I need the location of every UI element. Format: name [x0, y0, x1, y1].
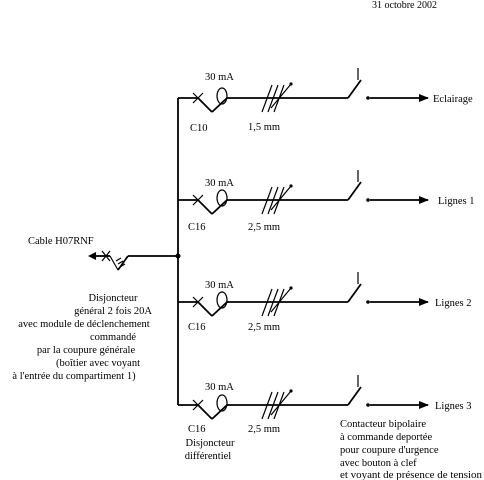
contactor-note-line: et voyant de présence de tension	[340, 470, 483, 480]
main-breaker-line: à l'entrée du compartiment 1)	[12, 371, 136, 382]
circuit-lignes-2	[178, 272, 429, 317]
cable-label: Cable H07RNF	[28, 236, 94, 247]
cable-section-label: 2,5 mm	[248, 322, 280, 333]
main-breaker-line: commandé	[90, 332, 136, 343]
load-label: Eclairage	[433, 94, 473, 105]
circuit-eclairage	[178, 68, 429, 113]
breaker-label: C16	[188, 222, 206, 233]
circuit-lignes-1	[178, 170, 429, 215]
contactor-note-line: pour coupure d'urgence	[340, 445, 439, 456]
rcd-rating-label: 30 mA	[205, 280, 234, 291]
rcd-note: Disjoncteur différentiel	[185, 438, 235, 462]
cable-section-label: 2,5 mm	[248, 424, 280, 435]
main-breaker-line: avec module de déclenchement	[18, 319, 150, 330]
rcd-note-line: différentiel	[185, 451, 232, 462]
contactor-note-line: Contacteur bipolaire	[340, 419, 426, 430]
main-breaker-line: général 2 fois 20A	[74, 306, 152, 317]
breaker-label: C16	[188, 322, 206, 333]
supply-cable	[88, 250, 181, 271]
load-label: Lignes 3	[435, 401, 471, 412]
cable-section-label: 1,5 mm	[248, 122, 280, 133]
contactor-note-line: à commande deportée	[340, 432, 432, 443]
contactor-note: Contacteur bipolaire à commande deportée…	[340, 419, 483, 480]
rcd-rating-label: 30 mA	[205, 178, 234, 189]
cable-section-label: 2,5 mm	[248, 222, 280, 233]
rcd-note-line: Disjoncteur	[186, 438, 235, 449]
load-label: Lignes 1	[438, 196, 474, 207]
date-label: 31 octobre 2002	[372, 0, 437, 11]
load-label: Lignes 2	[435, 298, 471, 309]
breaker-label: C16	[188, 424, 206, 435]
circuit-lignes-3	[178, 375, 429, 420]
breaker-label: C10	[190, 123, 208, 134]
main-breaker-line: Disjoncteur	[89, 293, 138, 304]
main-breaker-line: par la coupure générale	[37, 345, 136, 356]
main-breaker-line: (boîtier avec voyant	[56, 358, 140, 369]
rcd-rating-label: 30 mA	[205, 382, 234, 393]
contactor-note-line: avec bouton à clef	[340, 458, 417, 469]
main-breaker-note: Disjoncteur général 2 fois 20A avec modu…	[12, 293, 152, 382]
rcd-rating-label: 30 mA	[205, 72, 234, 83]
